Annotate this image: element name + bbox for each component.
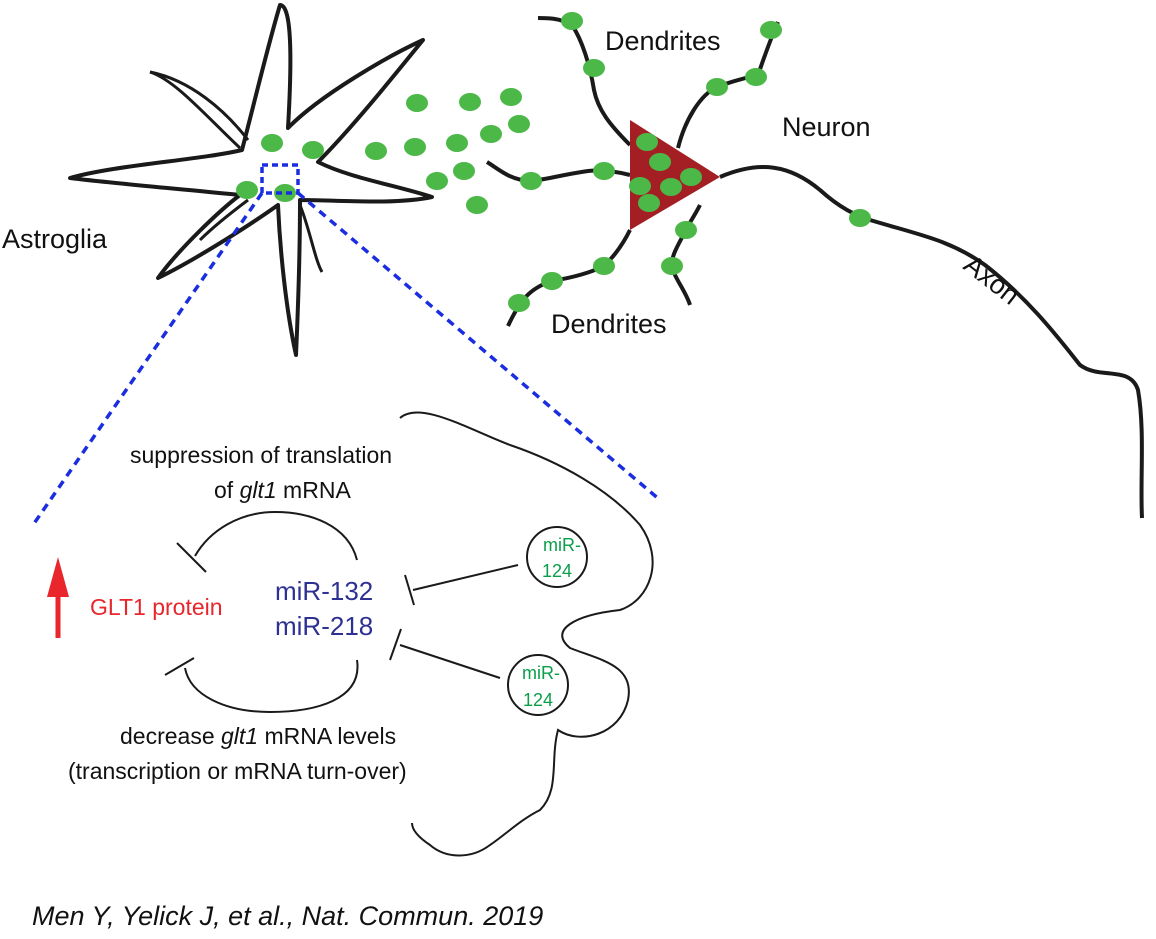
astroglia-branch xyxy=(149,70,242,150)
text-fragment: mRNA xyxy=(277,477,352,503)
mir124-label: 124 xyxy=(523,690,553,710)
vesicle-dendrite xyxy=(508,294,530,312)
mir124-label: miR- xyxy=(522,663,560,683)
up-arrow-icon xyxy=(47,557,69,597)
decrease-text-line2: (transcription or mRNA turn-over) xyxy=(68,758,407,784)
vesicle-astroglia xyxy=(236,181,258,199)
vesicle-released xyxy=(406,94,428,112)
vesicle-astroglia xyxy=(274,184,296,202)
glt1-protein-label: GLT1 protein xyxy=(90,594,223,620)
citation: Men Y, Yelick J, et al., Nat. Commun. 20… xyxy=(32,901,543,931)
label-astroglia: Astroglia xyxy=(2,224,108,254)
label-neuron: Neuron xyxy=(782,112,871,142)
vesicle-released xyxy=(466,196,488,214)
vesicle-dendrite xyxy=(593,162,615,180)
inhibition-line-mir124-bottom xyxy=(399,644,501,679)
astrocyte-membrane-zoom xyxy=(399,411,654,857)
suppression-text-line2: of glt1 mRNA xyxy=(214,477,351,503)
zoom-guide-line-right xyxy=(296,191,662,502)
astroglia-branch xyxy=(149,70,250,141)
inhibition-arc-decrease xyxy=(184,659,359,714)
inhibition-bar xyxy=(164,657,195,676)
vesicle-released xyxy=(500,88,522,106)
vesicle-dendrite xyxy=(520,172,542,190)
label-dendrites-top: Dendrites xyxy=(605,26,721,56)
inhibition-line-mir124-top xyxy=(412,564,519,591)
zoom-region-box xyxy=(260,163,300,195)
vesicle-dendrite xyxy=(661,257,683,275)
mir124-vesicle-top xyxy=(526,526,588,588)
dendrite xyxy=(537,16,632,147)
vesicle-released xyxy=(459,93,481,111)
mir132-label: miR-132 xyxy=(275,576,373,606)
vesicle-neuron xyxy=(638,194,660,212)
astroglia-cell-outline xyxy=(68,3,434,357)
vesicle-released xyxy=(365,142,387,160)
vesicle-released xyxy=(508,115,530,133)
suppression-text-line1: suppression of translation xyxy=(130,442,392,468)
vesicle-released xyxy=(480,125,502,143)
vesicle-released xyxy=(446,134,468,152)
mir124-label: miR- xyxy=(543,535,581,555)
decrease-text-line1: decrease glt1 mRNA levels xyxy=(120,723,396,749)
vesicle-astroglia xyxy=(302,141,324,159)
axon xyxy=(719,165,1144,519)
vesicle-dendrite xyxy=(561,12,583,30)
vesicle-dendrite xyxy=(593,257,615,275)
vesicle-dendrite xyxy=(541,272,563,290)
inhibition-arc-suppression xyxy=(194,510,358,561)
dendrite xyxy=(676,21,780,149)
astroglia-branch xyxy=(298,204,324,273)
inhibition-bar xyxy=(389,628,402,661)
vesicle-astroglia xyxy=(261,134,283,152)
vesicle-neuron xyxy=(660,178,682,196)
vesicle-neuron xyxy=(636,133,658,151)
vesicle-released xyxy=(426,172,448,190)
vesicle-dendrite xyxy=(706,78,728,96)
vesicle-released xyxy=(453,162,475,180)
vesicle-dendrite xyxy=(583,59,605,77)
label-dendrites-bottom: Dendrites xyxy=(551,309,667,339)
label-axon: Axon xyxy=(958,249,1025,311)
astroglia-branch xyxy=(198,198,249,242)
gene-name-glt1: glt1 xyxy=(240,477,277,503)
mir124-vesicle-bottom xyxy=(507,654,569,716)
vesicle-dendrite xyxy=(745,68,767,86)
mir124-label: 124 xyxy=(542,561,572,581)
vesicle-neuron xyxy=(649,153,671,171)
vesicle-released xyxy=(404,138,426,156)
vesicle-dendrite xyxy=(760,21,782,39)
vesicle-axon xyxy=(849,209,871,227)
zoom-guide-line-left xyxy=(31,192,264,526)
inhibition-bar xyxy=(176,542,207,573)
text-fragment: of xyxy=(214,477,240,503)
inhibition-bar xyxy=(404,574,415,606)
text-fragment: mRNA levels xyxy=(258,723,396,749)
mir218-label: miR-218 xyxy=(275,611,373,641)
text-fragment: decrease xyxy=(120,723,221,749)
vesicle-neuron xyxy=(629,177,651,195)
vesicle-neuron xyxy=(680,168,702,186)
gene-name-glt1: glt1 xyxy=(221,723,258,749)
dendrite xyxy=(669,204,702,306)
vesicle-dendrite xyxy=(675,221,697,239)
